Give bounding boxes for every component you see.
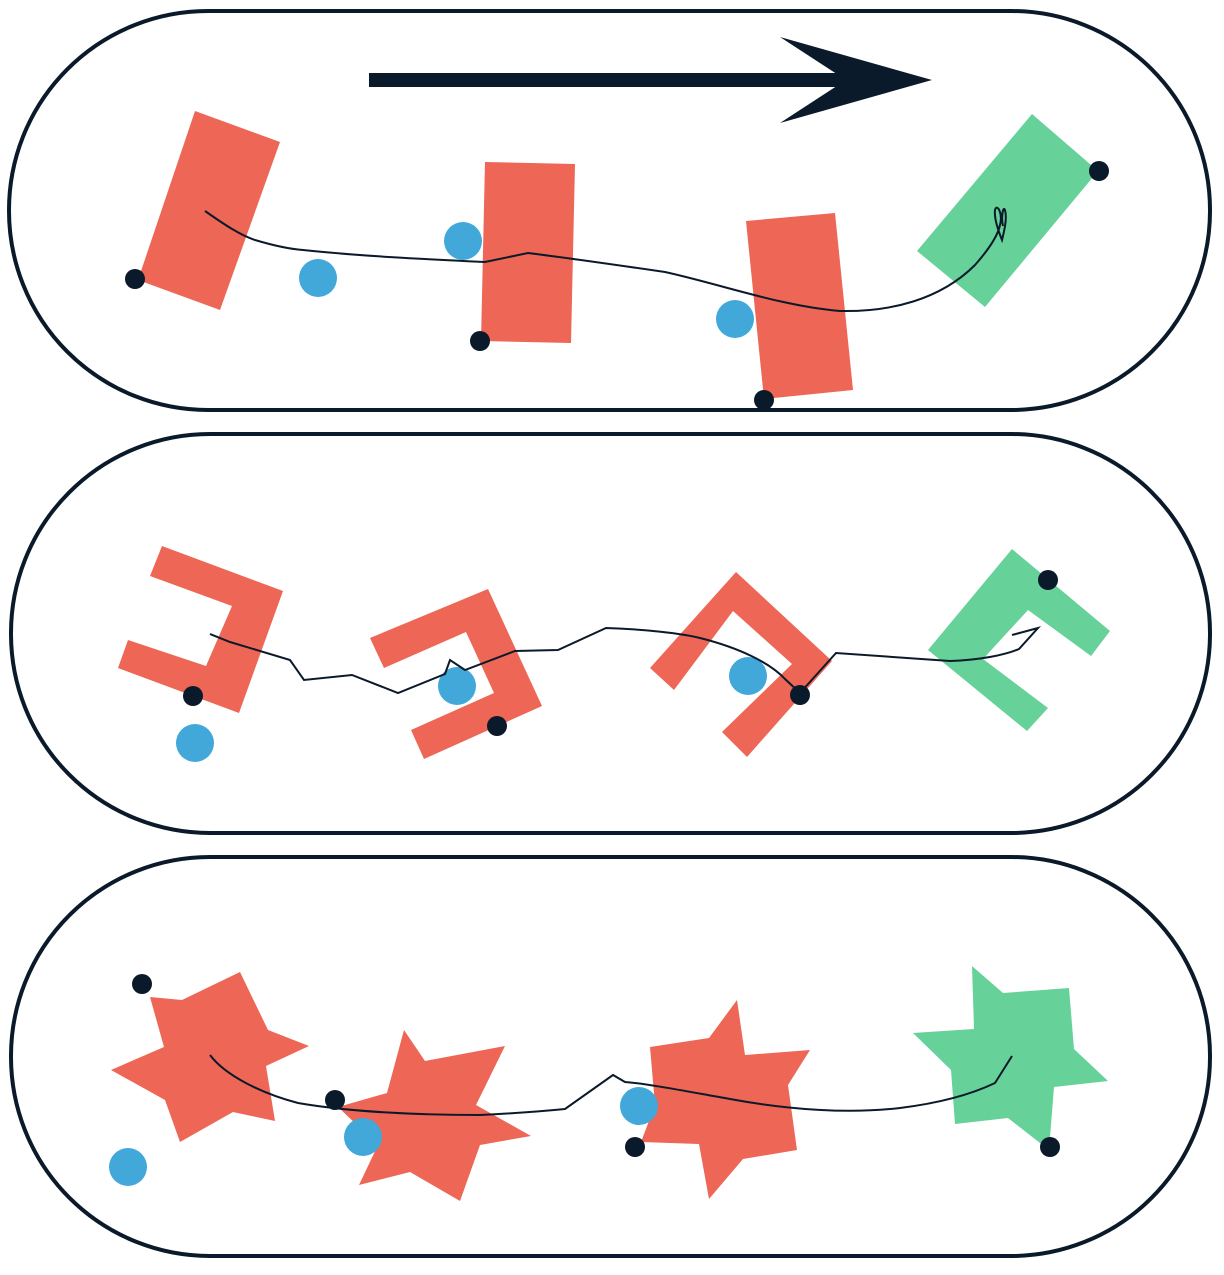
panel-outline	[9, 855, 1212, 1258]
anchor-point	[1038, 570, 1058, 590]
goal-rectangle	[917, 114, 1098, 307]
trajectory-path	[209, 626, 1042, 695]
blue-dot	[344, 1118, 382, 1156]
moving-bracket	[118, 546, 283, 713]
blue-dot	[176, 724, 214, 762]
anchor-point	[132, 974, 152, 994]
anchor-point	[470, 331, 490, 351]
moving-bracket	[650, 572, 832, 757]
blue-dot	[729, 657, 767, 695]
moving-rectangle	[138, 111, 280, 310]
anchor-point	[1089, 161, 1109, 181]
trajectory-path	[209, 1054, 1013, 1117]
panel-outline	[9, 432, 1212, 835]
anchor-point	[1040, 1137, 1060, 1157]
blue-dot	[299, 259, 337, 297]
anchor-point	[625, 1137, 645, 1157]
trajectory-path	[204, 206, 1007, 313]
panel-outline	[7, 9, 1212, 412]
moving-star	[338, 1030, 531, 1201]
anchor-point	[754, 390, 774, 410]
blue-dot	[444, 222, 482, 260]
blue-dot	[438, 667, 476, 705]
right-arrow-icon	[780, 37, 932, 123]
moving-star	[111, 972, 309, 1142]
blue-dot	[716, 300, 754, 338]
panel-rectangles	[7, 9, 1212, 412]
goal-bracket	[928, 549, 1110, 731]
direction-arrow	[369, 37, 932, 123]
panel-brackets	[9, 432, 1212, 835]
anchor-point	[183, 686, 203, 706]
anchor-point	[125, 269, 145, 289]
anchor-point	[790, 685, 810, 705]
blue-dot	[620, 1087, 658, 1125]
blue-dot	[109, 1148, 147, 1186]
moving-star	[641, 1000, 810, 1199]
anchor-point	[487, 716, 507, 736]
anchor-point	[325, 1090, 345, 1110]
panel-stars	[9, 855, 1212, 1258]
